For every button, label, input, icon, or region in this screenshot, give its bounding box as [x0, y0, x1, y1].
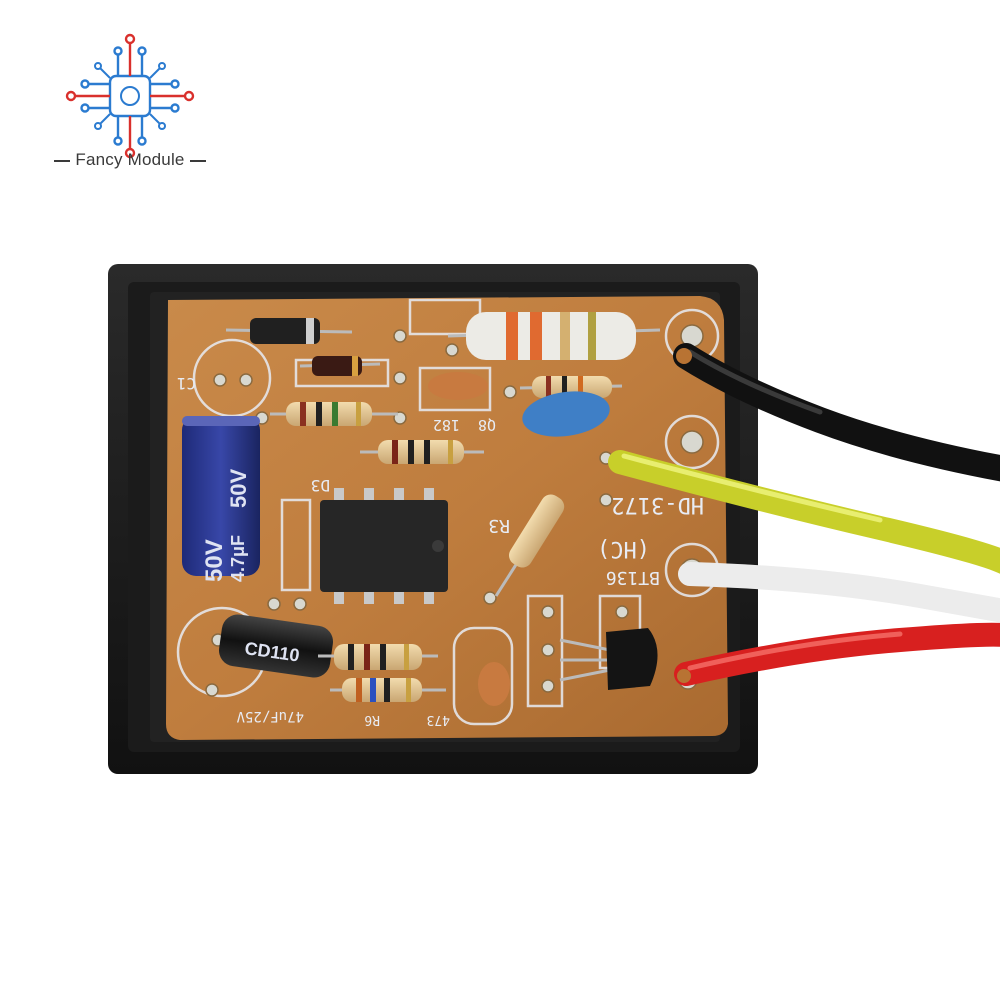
resistor-r3	[494, 494, 565, 597]
ic-chip	[320, 488, 448, 604]
d3-label: D3	[311, 476, 330, 495]
transistor	[559, 628, 658, 690]
wires	[608, 343, 1000, 686]
electrolytic-capacitor-black: CD110	[218, 614, 334, 678]
cap-text-1: 50V	[201, 539, 228, 582]
q8-label: Q8	[478, 416, 496, 434]
wire-black	[673, 343, 1000, 482]
resistor-5	[330, 678, 446, 702]
resistor-2	[360, 440, 484, 464]
code-473: 473	[427, 712, 450, 727]
wire-white	[678, 562, 1000, 623]
wire-red	[674, 622, 1000, 686]
cap-text-2: 50V	[226, 469, 251, 508]
fancy-module-logo	[65, 33, 195, 159]
r6-label: R6	[364, 712, 380, 727]
brand-name: Fancy Module	[40, 150, 220, 170]
cap-text-3: 4.7μF	[228, 535, 248, 582]
ceramic-capacitor-orange-2	[478, 662, 510, 706]
pcb-silkscreen: HD-3172 (HC) BT136 R3 D3 C1 182 Q8 4148 …	[177, 374, 704, 727]
resistor-3	[519, 376, 623, 398]
c1-label: C1	[177, 374, 196, 393]
ceramic-capacitor-orange-1	[428, 372, 488, 400]
resistor-1	[270, 402, 398, 426]
wire-yellow-green	[608, 450, 1000, 574]
resistor-4	[318, 644, 438, 670]
small-cap-rating: 47uF/25V	[236, 708, 304, 724]
diode-d1	[225, 318, 353, 344]
variant-label: (HC)	[597, 536, 650, 561]
model-label: HD-3172	[611, 492, 704, 517]
electrolytic-capacitor-blue: 50V 50V 4.7μF	[182, 416, 260, 582]
r3-label: R3	[488, 515, 510, 536]
brand-name-text: Fancy Module	[75, 150, 185, 169]
diode-small	[299, 356, 381, 376]
code-182: 182	[433, 416, 460, 434]
ceramic-capacitor-blue	[522, 391, 610, 437]
triac-label: BT136	[606, 567, 660, 588]
power-resistor	[447, 312, 661, 360]
